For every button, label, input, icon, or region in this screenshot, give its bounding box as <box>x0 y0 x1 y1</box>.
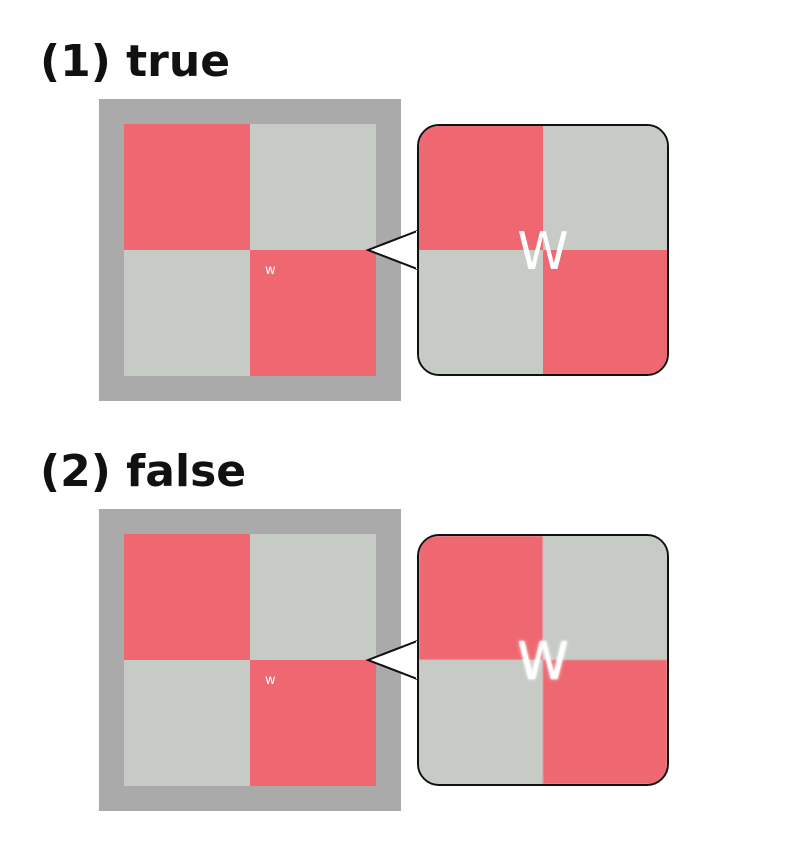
red-square <box>419 536 543 660</box>
red-square <box>419 126 543 250</box>
zoomed-glyph: W <box>517 632 569 692</box>
section-heading: (2) false <box>40 446 247 497</box>
canvas-frame: w <box>99 99 401 401</box>
section-false: (2) false w W <box>0 410 800 820</box>
callout-pointer <box>365 228 424 272</box>
gray-square <box>543 126 667 250</box>
small-glyph: w <box>265 673 276 688</box>
gray-square <box>124 660 250 786</box>
gray-square <box>419 660 543 784</box>
red-square <box>543 250 667 374</box>
red-square <box>250 660 376 786</box>
canvas-frame: w <box>99 509 401 811</box>
zoom-callout: W <box>417 124 669 376</box>
zoom-callout: W <box>417 534 669 786</box>
section-true: (1) true w W <box>0 0 800 410</box>
gray-square <box>124 250 250 376</box>
red-square <box>543 660 667 784</box>
zoomed-glyph: W <box>517 222 569 282</box>
red-square <box>124 534 250 660</box>
gray-square <box>419 250 543 374</box>
red-square <box>250 250 376 376</box>
gray-square <box>250 534 376 660</box>
callout-pointer <box>365 638 424 682</box>
gray-square <box>543 536 667 660</box>
checker-grid: w <box>124 124 376 376</box>
checker-grid: w <box>124 534 376 786</box>
section-heading: (1) true <box>40 36 231 87</box>
small-glyph: w <box>265 263 276 278</box>
red-square <box>124 124 250 250</box>
gray-square <box>250 124 376 250</box>
